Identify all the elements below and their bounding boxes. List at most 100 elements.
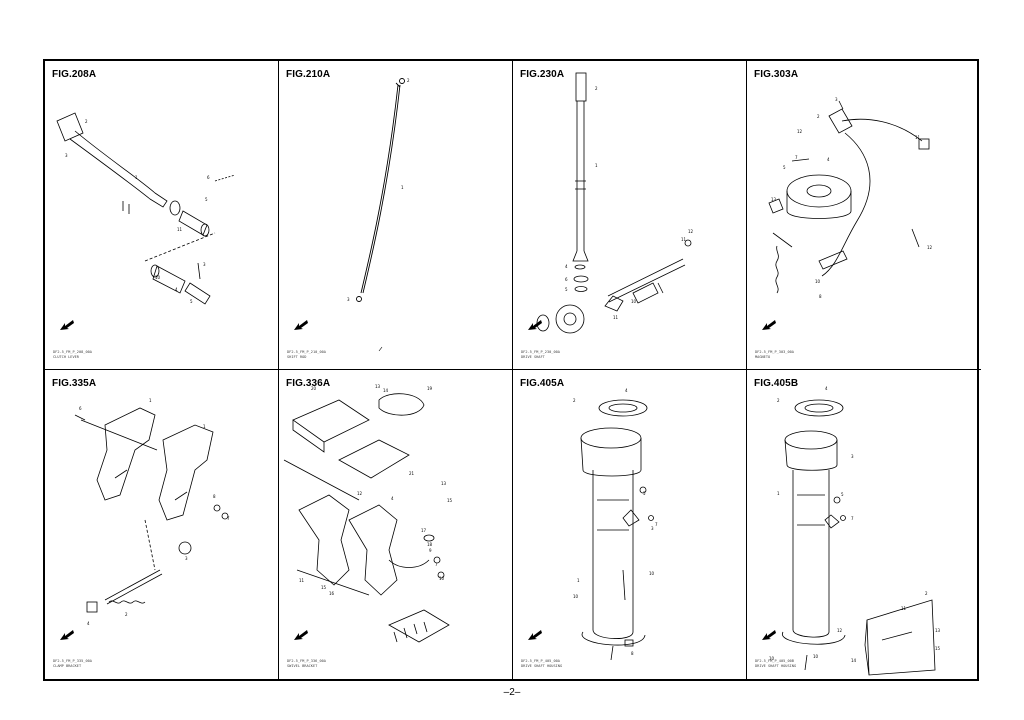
svg-text:5: 5	[643, 491, 646, 496]
svg-text:1: 1	[149, 398, 152, 403]
svg-text:1: 1	[401, 185, 404, 190]
svg-text:2: 2	[85, 119, 88, 124]
figure-code: DF2.5_FM_P_405_00A	[521, 659, 560, 663]
svg-text:7: 7	[227, 516, 230, 521]
svg-text:4: 4	[827, 157, 830, 162]
svg-text:18: 18	[427, 542, 433, 547]
svg-text:13: 13	[935, 628, 941, 633]
svg-text:1: 1	[777, 491, 780, 496]
figure-code: DF2.5_FM_P_230_00A	[521, 350, 560, 354]
svg-text:3: 3	[65, 153, 68, 158]
svg-text:6: 6	[207, 175, 210, 180]
svg-text:10: 10	[155, 275, 161, 280]
figure-title: FIG.405A	[520, 378, 565, 389]
svg-text:10: 10	[813, 654, 819, 659]
svg-text:7: 7	[851, 516, 854, 521]
svg-text:2: 2	[407, 78, 410, 83]
svg-text:4: 4	[625, 388, 628, 393]
svg-text:4: 4	[87, 621, 90, 626]
figure-title: FIG.335A	[52, 378, 97, 389]
svg-text:10: 10	[573, 594, 579, 599]
svg-text:11: 11	[915, 135, 921, 140]
svg-text:2: 2	[125, 612, 128, 617]
front-arrow-icon	[294, 320, 308, 330]
svg-text:7: 7	[435, 562, 438, 567]
svg-text:2: 2	[777, 398, 780, 403]
svg-text:3: 3	[347, 297, 350, 302]
figure-code: DF2.5_FM_P_210_00A	[287, 350, 326, 354]
svg-text:16: 16	[329, 591, 335, 596]
svg-text:17: 17	[421, 528, 427, 533]
svg-text:4: 4	[175, 287, 178, 292]
svg-text:5: 5	[841, 492, 844, 497]
svg-text:3: 3	[185, 556, 188, 561]
svg-text:1: 1	[595, 163, 598, 168]
figure-name: SWIVEL BRACKET	[287, 664, 318, 668]
front-arrow-icon	[60, 630, 74, 640]
front-arrow-icon	[528, 320, 542, 330]
svg-text:12: 12	[688, 229, 694, 234]
svg-text:11: 11	[901, 606, 907, 611]
svg-text:2: 2	[595, 86, 598, 91]
svg-text:11: 11	[177, 227, 183, 232]
svg-text:10: 10	[815, 279, 821, 284]
svg-text:20: 20	[311, 386, 317, 391]
svg-text:10: 10	[439, 576, 445, 581]
svg-text:3: 3	[203, 262, 206, 267]
svg-text:10: 10	[649, 571, 655, 576]
figure-code: DF2.5_FM_P_405_00B	[755, 659, 794, 663]
svg-text:9: 9	[429, 548, 432, 553]
svg-text:6: 6	[565, 277, 568, 282]
figure-title: FIG.336A	[286, 378, 331, 389]
front-arrow-icon	[528, 630, 542, 640]
svg-text:8: 8	[819, 294, 822, 299]
svg-text:5: 5	[205, 197, 208, 202]
svg-text:15: 15	[321, 585, 327, 590]
svg-text:3: 3	[651, 526, 654, 531]
svg-text:2: 2	[817, 114, 820, 119]
svg-text:3: 3	[851, 454, 854, 459]
figure-name: DRIVE SHAFT HOUSING	[755, 664, 797, 668]
svg-text:4: 4	[391, 496, 394, 501]
figure-title: FIG.303A	[754, 69, 799, 80]
svg-text:4: 4	[565, 264, 568, 269]
figure-title: FIG.405B	[754, 378, 799, 389]
clamp-bracket-drawing: 611 873 24	[74, 398, 230, 626]
svg-text:14: 14	[851, 658, 857, 663]
svg-text:11: 11	[299, 578, 305, 583]
svg-text:12: 12	[357, 491, 363, 496]
figure-code: DF2.5_FM_P_303_00A	[755, 350, 794, 354]
front-arrow-icon	[294, 630, 308, 640]
svg-text:11: 11	[613, 315, 619, 320]
svg-text:1: 1	[203, 424, 206, 429]
figure-name: CLAMP BRACKET	[53, 664, 82, 668]
svg-text:19: 19	[427, 386, 433, 391]
figure-title: FIG.210A	[286, 69, 331, 80]
figure-name: DRIVE SHAFT HOUSING	[521, 664, 563, 668]
figure-code: DF2.5_FM_P_335_00A	[53, 659, 92, 663]
svg-text:15: 15	[447, 498, 453, 503]
svg-text:12: 12	[797, 129, 803, 134]
figure-title: FIG.230A	[520, 69, 565, 80]
svg-text:12: 12	[837, 628, 843, 633]
svg-text:8: 8	[631, 651, 634, 656]
shift-rod-drawing: 2 1 3	[347, 78, 410, 352]
front-arrow-icon	[762, 320, 776, 330]
figure-title: FIG.208A	[52, 69, 97, 80]
svg-text:10: 10	[631, 299, 637, 304]
page-number: –2–	[503, 687, 521, 698]
svg-text:12: 12	[927, 245, 933, 250]
figure-code: DF2.5_FM_P_336_00A	[287, 659, 326, 663]
figure-panel-230a: FIG.230A 2 1 4 6	[513, 61, 747, 370]
svg-text:13: 13	[771, 197, 777, 202]
svg-text:1: 1	[135, 175, 138, 180]
front-arrow-icon	[762, 630, 776, 640]
svg-text:3: 3	[835, 97, 838, 102]
